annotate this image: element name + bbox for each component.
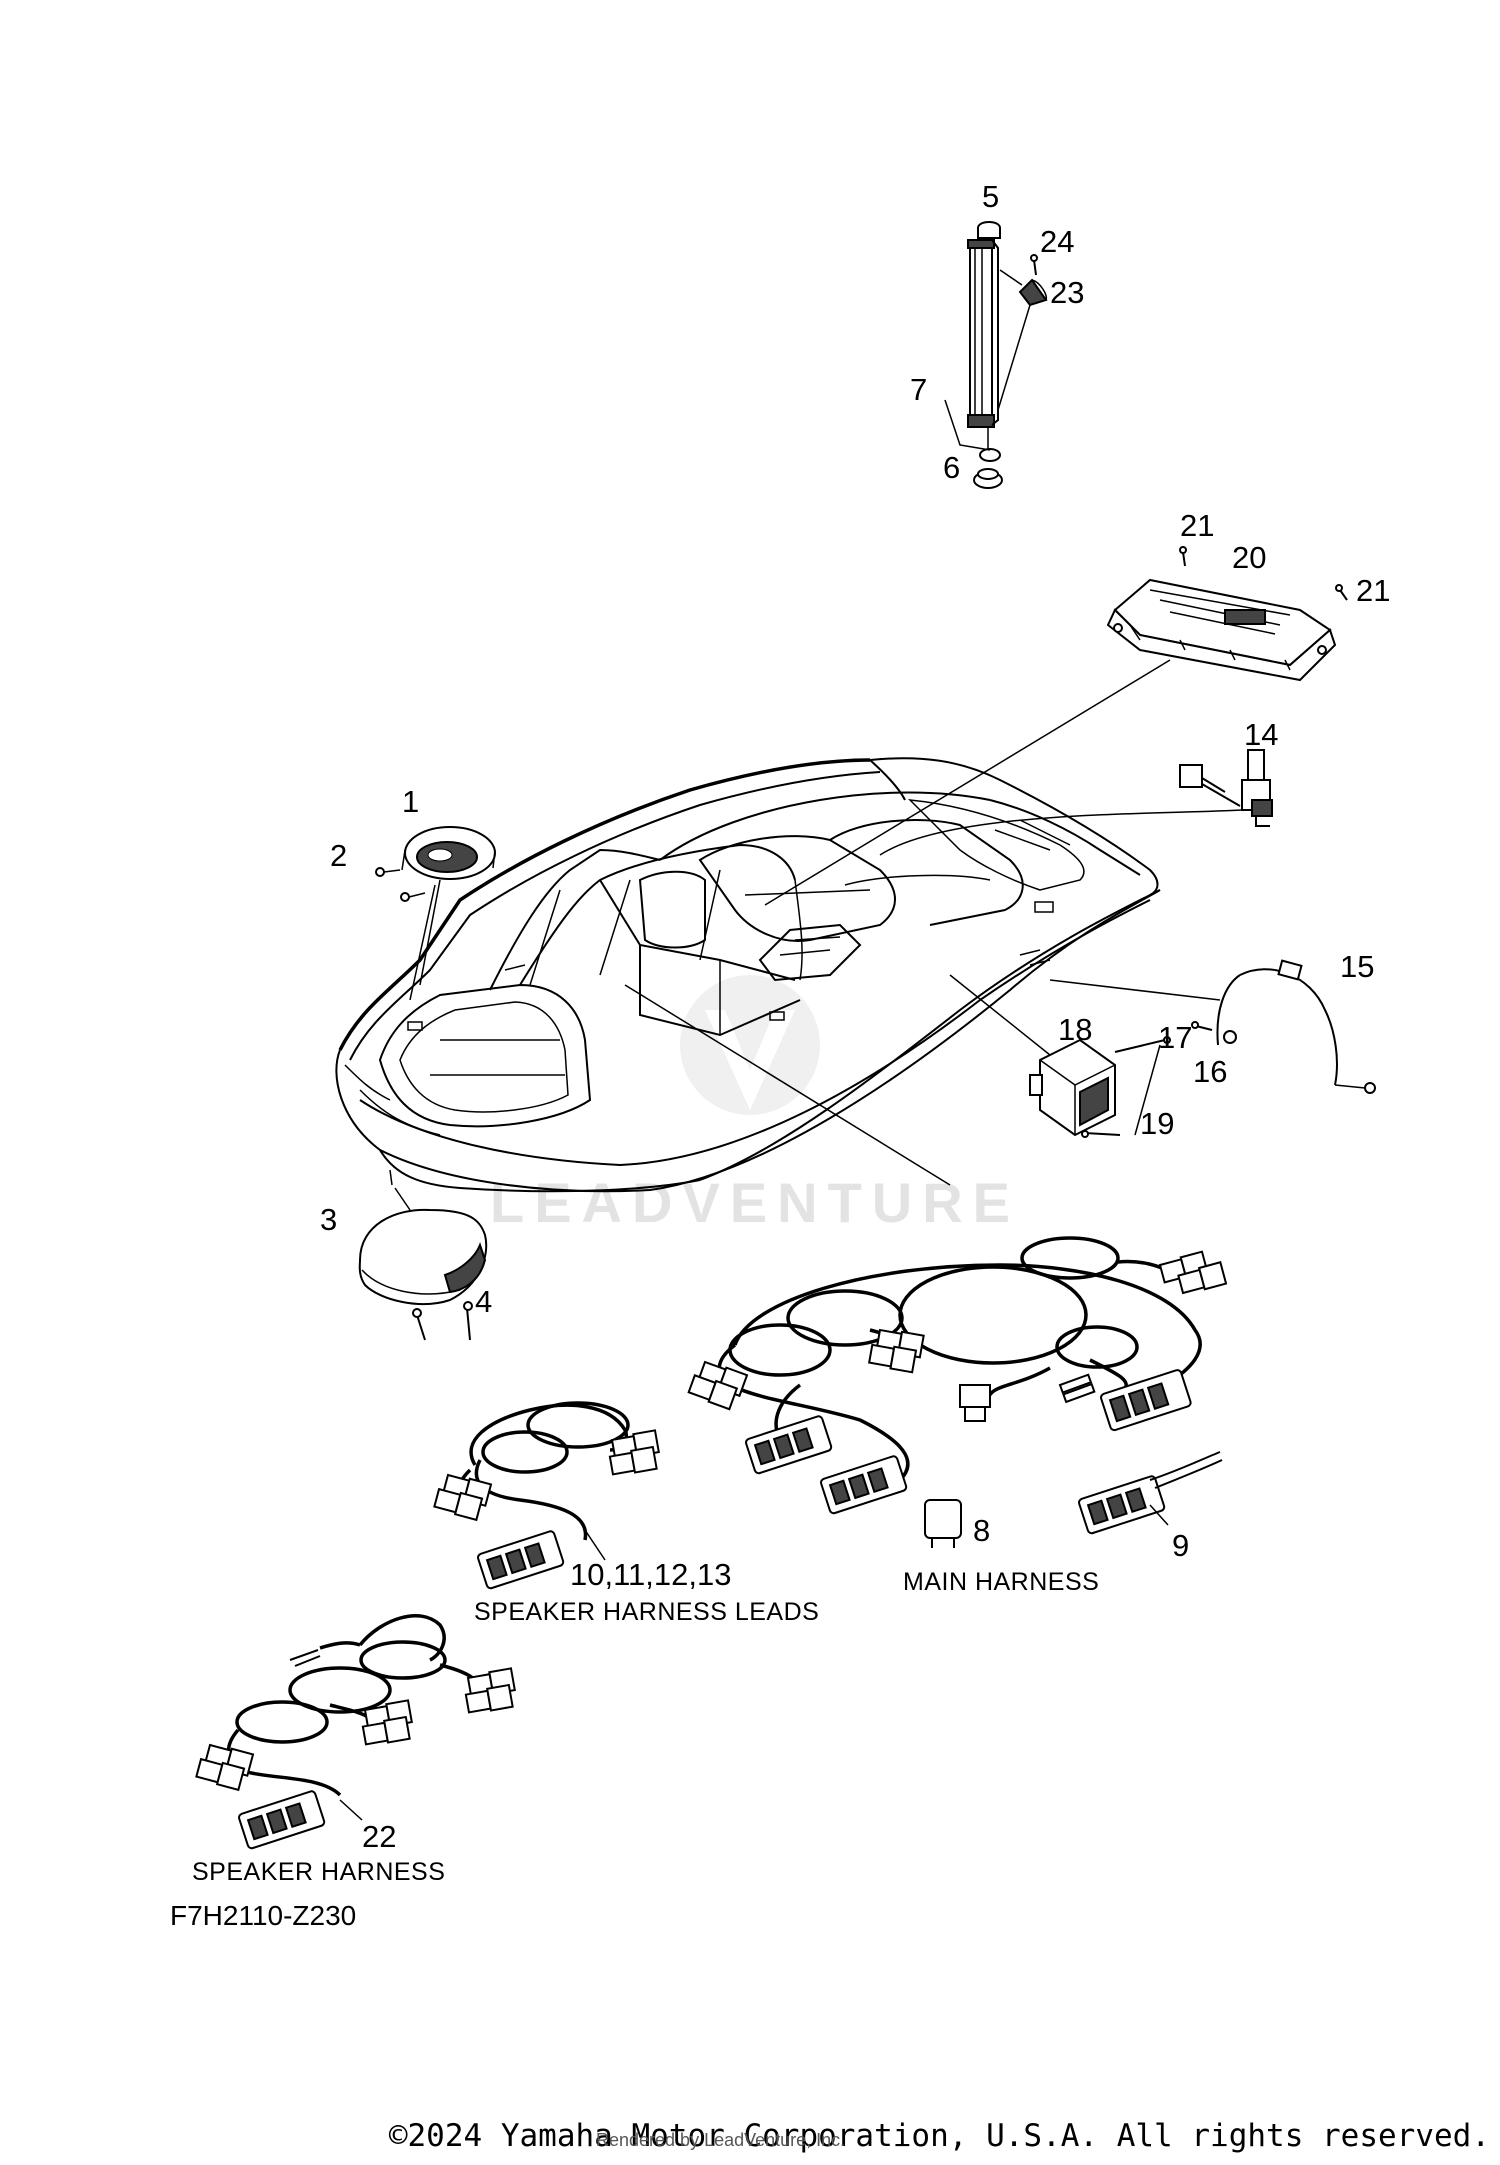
leader-line bbox=[1049, 979, 1221, 1001]
callout-15: 15 bbox=[1340, 949, 1374, 984]
callout-20: 20 bbox=[1232, 540, 1266, 575]
callout-24: 24 bbox=[1040, 224, 1074, 259]
module-part-18 bbox=[1029, 1038, 1116, 1137]
boat-hull bbox=[335, 757, 1161, 1193]
control-unit-part-20 bbox=[1106, 578, 1337, 682]
callout-18: 18 bbox=[1058, 1012, 1092, 1047]
copyright-notice: ©2024 Yamaha Motor Corporation, U.S.A. A… bbox=[388, 2118, 1490, 2154]
callout-19: 19 bbox=[1140, 1106, 1174, 1141]
screw-part-4 bbox=[412, 1301, 473, 1341]
callout-5: 5 bbox=[982, 179, 999, 214]
bracket-part-23 bbox=[1018, 278, 1048, 307]
callout-7: 7 bbox=[910, 372, 927, 407]
callout-10-13: 10,11,12,13 bbox=[570, 1557, 731, 1592]
callout-22: 22 bbox=[362, 1819, 396, 1854]
callout-3: 3 bbox=[320, 1202, 337, 1237]
speaker-harness-leads bbox=[433, 1401, 660, 1590]
screw-part-17 bbox=[1191, 1021, 1213, 1031]
screw-part-24 bbox=[1030, 254, 1038, 276]
leader-line bbox=[879, 809, 1243, 856]
nut-part-6 bbox=[973, 427, 1003, 489]
callout-8: 8 bbox=[973, 1513, 990, 1548]
callout-4: 4 bbox=[475, 1284, 492, 1319]
caption-speaker-harness-leads: SPEAKER HARNESS LEADS bbox=[474, 1598, 819, 1626]
caption-main-harness: MAIN HARNESS bbox=[903, 1568, 1099, 1596]
leader-line bbox=[389, 1169, 393, 1186]
leader-line bbox=[624, 984, 951, 1186]
screw-part-2 bbox=[375, 867, 426, 902]
watermark-text: LEADVENTURE bbox=[490, 1171, 1020, 1234]
callout-14: 14 bbox=[1244, 717, 1278, 752]
pole-light-part-5 bbox=[967, 221, 1001, 428]
leader-line bbox=[997, 269, 1031, 411]
screw-part-19 bbox=[1081, 1036, 1171, 1138]
callout-17: 17 bbox=[1158, 1020, 1192, 1055]
figure-code: F7H2110-Z230 bbox=[170, 1900, 356, 1931]
wire-part-15 bbox=[1216, 959, 1376, 1094]
leader-line bbox=[764, 659, 1171, 906]
relay-part-8 bbox=[924, 1499, 962, 1548]
callout-2: 2 bbox=[330, 838, 347, 873]
leader-line bbox=[409, 879, 441, 1001]
cover-part-3 bbox=[358, 1187, 488, 1306]
main-harness bbox=[687, 1236, 1228, 1515]
callout-6: 6 bbox=[943, 450, 960, 485]
leader-line bbox=[949, 974, 1161, 1136]
callout-9: 9 bbox=[1172, 1528, 1189, 1563]
watermark-logo bbox=[680, 975, 820, 1115]
caption-speaker-harness: SPEAKER HARNESS bbox=[192, 1858, 445, 1886]
speaker-part-1 bbox=[401, 826, 496, 880]
callout-16: 16 bbox=[1193, 1054, 1227, 1089]
sensor-part-14 bbox=[1179, 749, 1273, 827]
screw-part-21 bbox=[1179, 546, 1348, 601]
callout-21a: 21 bbox=[1180, 508, 1214, 543]
clip-part-16 bbox=[1223, 1030, 1237, 1044]
connector-part-9 bbox=[1078, 1451, 1223, 1535]
wire-part-7 bbox=[944, 399, 991, 451]
callout-1: 1 bbox=[402, 784, 419, 819]
callout-23: 23 bbox=[1050, 275, 1084, 310]
rendered-by-notice: Rendered by LeadVenture, Inc. bbox=[596, 2130, 846, 2150]
callout-21b: 21 bbox=[1356, 573, 1390, 608]
speaker-harness bbox=[195, 1614, 516, 1850]
